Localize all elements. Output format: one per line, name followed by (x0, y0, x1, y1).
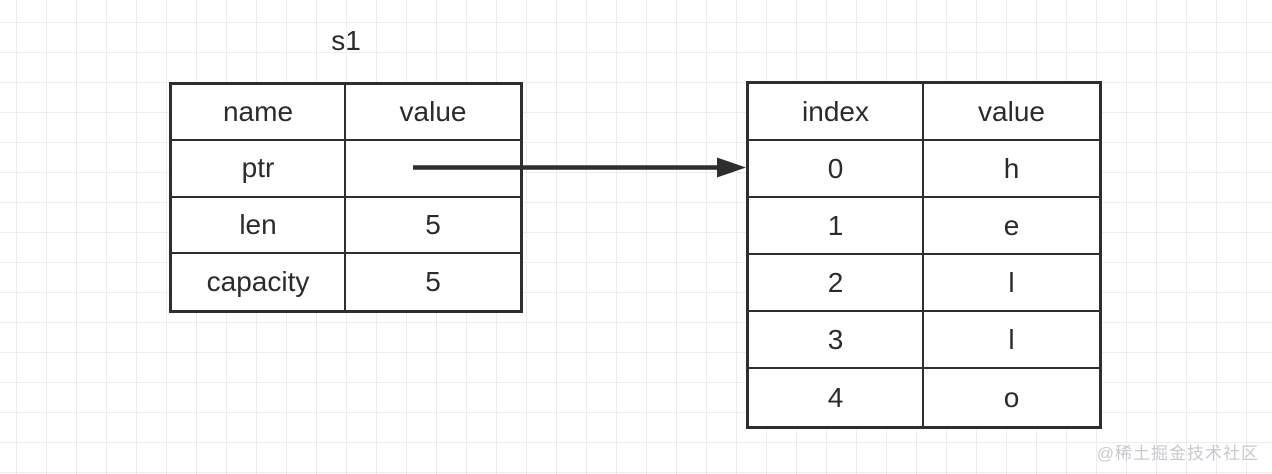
heap-cell-index-4: 4 (749, 369, 924, 426)
heap-cell-value-4: o (1003, 381, 1020, 413)
heap-cell-value-2: l (924, 255, 1099, 312)
heap-cell-index-3: 3 (749, 312, 924, 369)
stack-header-name: name (172, 85, 346, 142)
heap-cell-value-1: e (924, 198, 1099, 255)
stack-cell-capacity-name: capacity (172, 253, 346, 310)
stack-cell-ptr-value (346, 141, 520, 198)
heap-cell-value-0: h (924, 141, 1099, 198)
variable-label-s1: s1 (331, 25, 361, 56)
heap-cell-value-3: l (924, 312, 1099, 369)
stack-cell-ptr-name: ptr (172, 141, 346, 198)
heap-cell-index-0: 0 (749, 141, 924, 198)
stack-cell-len-name: len (172, 197, 346, 254)
heap-header-value: value (924, 84, 1099, 141)
pointer-arrow-head-icon (717, 157, 746, 178)
stack-table: name value ptr len 5 capacity 5 (169, 82, 523, 313)
heap-cell-index-1: 1 (749, 198, 924, 255)
heap-table: index value 0 h 1 e 2 l 3 l 4 o (746, 81, 1102, 429)
stack-cell-capacity-value: 5 (425, 265, 441, 297)
heap-cell-index-2: 2 (749, 255, 924, 312)
stack-cell-len-value: 5 (346, 198, 520, 254)
heap-header-index: index (749, 84, 924, 141)
stack-header-value: value (346, 85, 520, 142)
watermark: @稀土掘金技术社区 (1096, 444, 1259, 463)
